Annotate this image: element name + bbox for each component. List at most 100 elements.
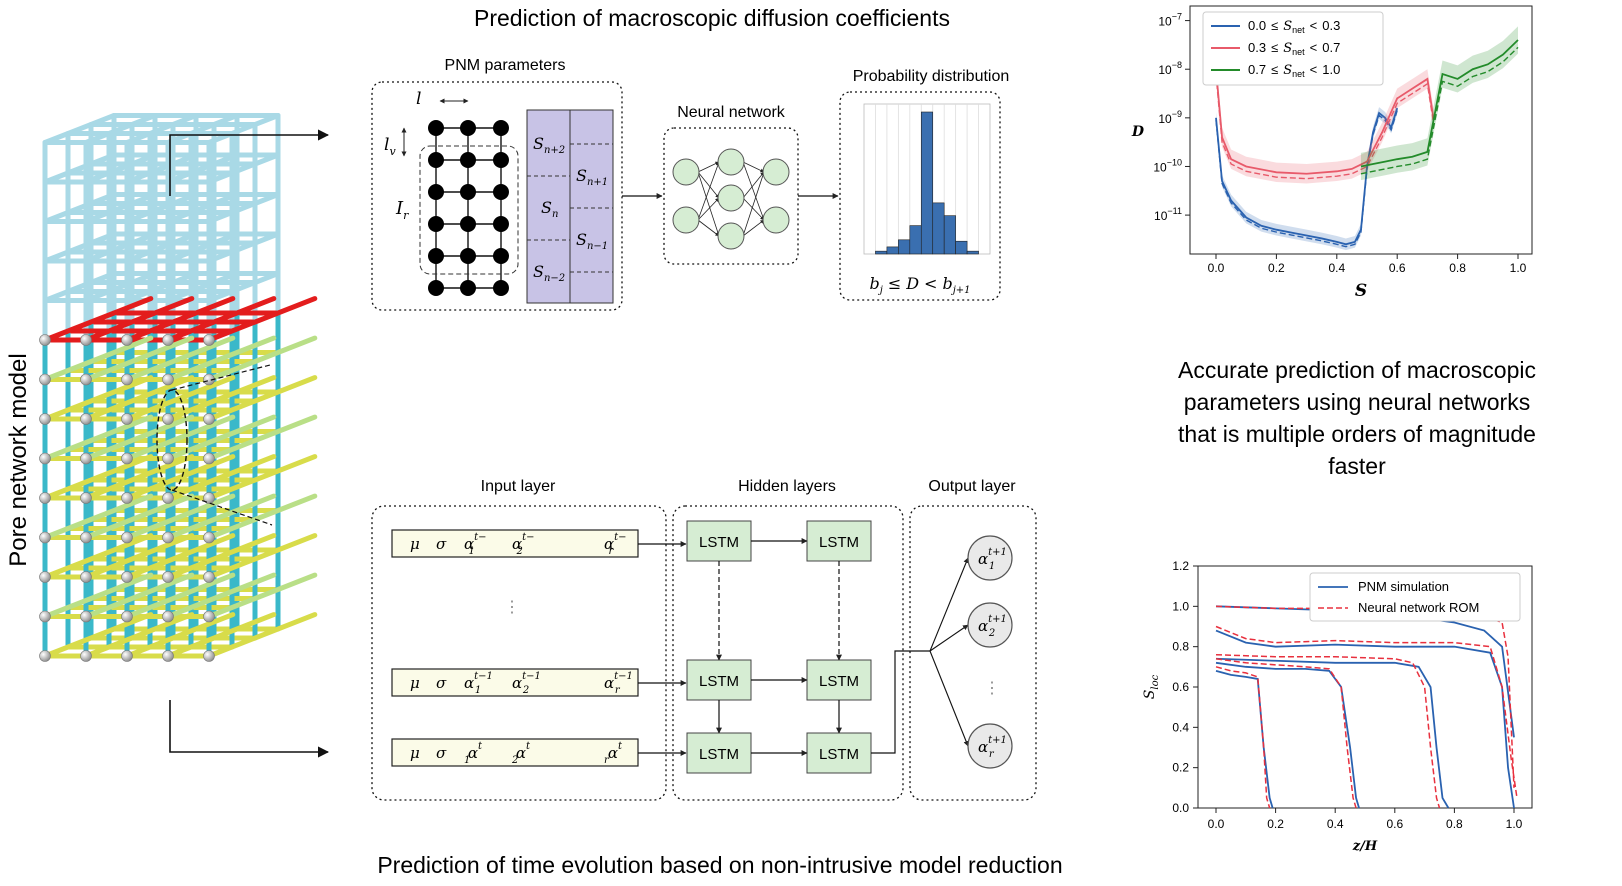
alpha-subscript: 2	[988, 628, 995, 639]
alpha-superscript: t−	[614, 532, 626, 543]
pore-dot	[460, 216, 476, 232]
pore-body	[80, 650, 92, 662]
output-ellipsis: ⋮	[984, 680, 1000, 697]
pnm-parameters-panel: PNM parameters l lv Ir Sn+2 Sn+1 Sn Sn−1…	[371, 57, 623, 311]
pipe-depth	[124, 414, 236, 461]
chart1-y-tick-label: 10−7	[1158, 12, 1182, 29]
nn-neuron	[762, 158, 790, 186]
pore-dot	[428, 184, 444, 200]
pore-grid	[428, 120, 509, 296]
pipe-depth	[206, 335, 318, 382]
pore-body	[203, 452, 215, 465]
ylabel-base: S	[1142, 690, 1158, 700]
pipe-top-depth	[165, 231, 240, 264]
input-alpha: αt−1	[464, 532, 487, 557]
chart1-series-line	[1215, 107, 1399, 246]
pipe-top-depth	[83, 231, 158, 264]
output-layer-frame	[909, 505, 1037, 801]
chart2-x-tick-label: 0.2	[1267, 817, 1284, 831]
s-label-n-plus-2: Sn+2	[533, 134, 565, 156]
legend-le: ≤	[1271, 18, 1278, 33]
alpha-superscript: t−	[522, 532, 534, 543]
legend-le: ≤	[1271, 40, 1278, 55]
pore-network-3d-model	[39, 113, 318, 662]
chart1-legend-box	[1202, 11, 1384, 86]
chart1-x-tick-label: 0.6	[1389, 261, 1406, 275]
pipe-top-depth	[124, 152, 199, 185]
input-mu: μ	[410, 674, 420, 692]
legend-lt: <	[1310, 62, 1318, 77]
alpha-symbol: α	[516, 744, 526, 762]
lstm-diagram: Input layer Hidden layers Output layer μ…	[371, 478, 1037, 801]
chart1-series-line	[1360, 39, 1519, 168]
nn-edge	[742, 161, 765, 173]
hist-bar	[966, 250, 979, 255]
pore-dot	[428, 248, 444, 264]
pipe-depth	[206, 612, 318, 659]
output-layer-title: Output layer	[928, 478, 1016, 495]
chart1-x-tick-label: 0.2	[1268, 261, 1285, 275]
chart2-y-label: Sloc	[1142, 674, 1161, 699]
pore-body	[162, 373, 174, 386]
alpha-symbol: α	[978, 550, 988, 568]
alpha-symbol: α	[468, 744, 478, 762]
pore-dot	[428, 152, 444, 168]
hist-bar	[886, 246, 899, 255]
pipe-top-depth	[206, 113, 281, 145]
chart1-x-tick-label: 1.0	[1510, 261, 1527, 275]
pipe-depth	[206, 533, 318, 580]
pipe-top-depth	[124, 113, 199, 145]
label-ir: Ir	[395, 198, 409, 222]
pore-dot	[460, 280, 476, 296]
chart1-y-tick-label: 10−10	[1153, 157, 1182, 174]
s-label-n-plus-1: Sn+1	[576, 166, 608, 188]
pipe-top-depth	[206, 231, 281, 264]
pore-body	[39, 452, 51, 465]
alpha-superscript: t−1	[474, 671, 493, 682]
pore-selection-box	[419, 145, 519, 275]
nn-neuron	[672, 206, 700, 234]
alpha-subscript: r	[604, 755, 610, 766]
pipe-depth	[206, 375, 318, 422]
chart2-y-tick-label: 1.0	[1172, 599, 1189, 613]
pore-body	[162, 650, 174, 662]
pore-dot	[460, 152, 476, 168]
input-mu: μ	[410, 535, 420, 553]
alpha-superscript: t−1	[522, 671, 541, 682]
pore-dot	[493, 280, 509, 296]
pipe-depth	[165, 533, 277, 580]
pipe-depth	[83, 572, 195, 619]
chart1-x-label: S	[1355, 281, 1367, 301]
pore-body	[80, 531, 92, 544]
ylabel-sub: loc	[1150, 674, 1161, 689]
chart1-series-dashed	[1215, 74, 1435, 180]
prob-formula: bj≤D<bj+1	[869, 274, 970, 296]
pore-body	[80, 334, 92, 346]
pore-body	[162, 610, 174, 623]
input-sigma: σ	[436, 674, 447, 692]
alpha-subscript: 1	[464, 755, 470, 766]
input-layer-title: Input layer	[481, 478, 556, 495]
pipe-top-depth	[42, 192, 117, 224]
connector-top	[169, 129, 330, 196]
pipe-depth	[124, 533, 236, 580]
chart2-x-tick-label: 0.0	[1208, 817, 1225, 831]
legend-sub: net	[1292, 47, 1305, 57]
alpha-symbol: α	[512, 535, 522, 553]
input-sigma: σ	[436, 744, 447, 762]
pore-body	[162, 571, 174, 583]
top-title: Prediction of macroscopic diffusion coef…	[474, 5, 950, 31]
pnm-panel-title: PNM parameters	[445, 57, 566, 74]
legend-lt: <	[1310, 18, 1318, 33]
alpha-superscript: t	[618, 741, 623, 752]
tick-exponent: −11	[1167, 206, 1182, 216]
tick-exponent: −10	[1167, 157, 1182, 167]
pipe-depth	[42, 296, 154, 343]
hist-bar	[909, 225, 922, 255]
pipe-top-depth	[124, 271, 199, 303]
pore-dot	[428, 280, 444, 296]
alpha-symbol: α	[604, 535, 614, 553]
